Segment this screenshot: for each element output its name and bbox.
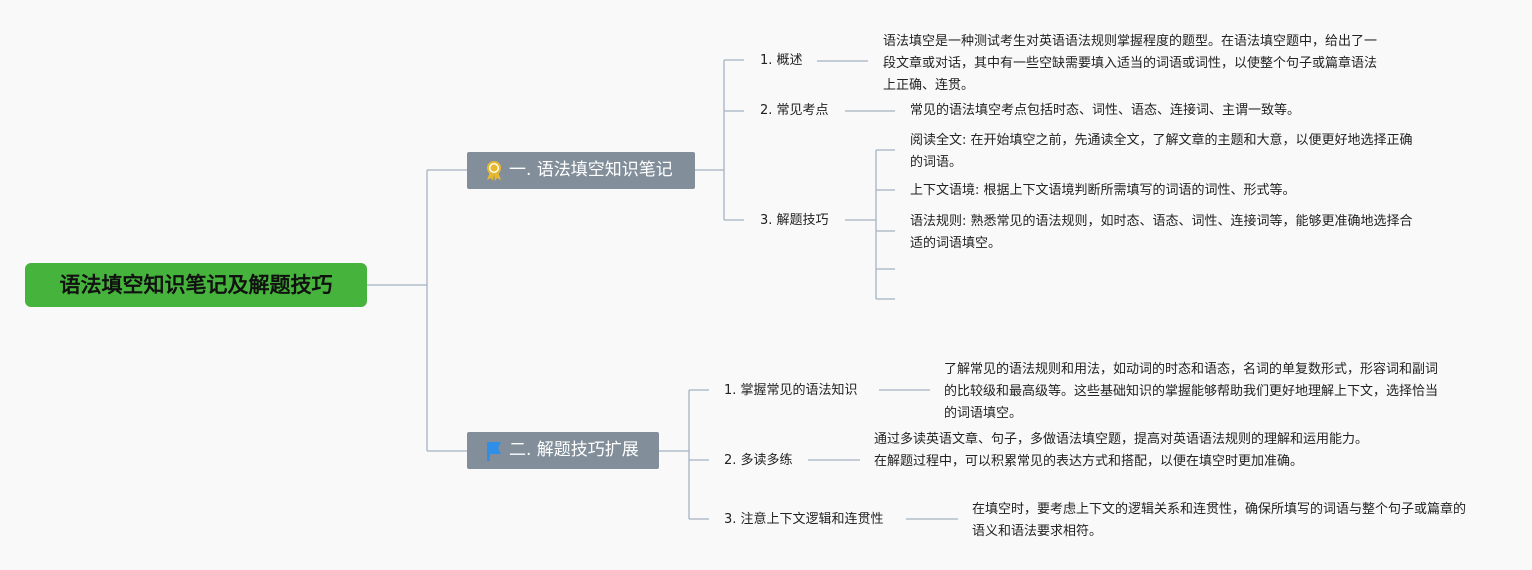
leaf-overview-text[interactable]: 语法填空是一种测试考生对英语语法规则掌握程度的题型。在语法填空题中，给出了一段文… [883, 34, 1378, 93]
branch-tips-extension[interactable]: 二. 解题技巧扩展 [467, 432, 659, 469]
leaf-tip-context[interactable]: 上下文语境: 根据上下文语境判断所需填写的词语的词性、形式等。 [910, 183, 1296, 198]
subtopic-common-points[interactable]: 2. 常见考点 [760, 103, 829, 118]
leaf-read-practice-text[interactable]: 通过多读英语文章、句子，多做语法填空题，提高对英语语法规则的理解和运用能力。在解… [874, 432, 1369, 469]
leaf-master-grammar-text[interactable]: 了解常见的语法规则和用法，如动词的时态和语态，名词的单复数形式，形容词和副词的比… [944, 362, 1439, 421]
branch-grammar-notes[interactable]: 一. 语法填空知识笔记 [467, 152, 695, 189]
subtopic-solving-tips[interactable]: 3. 解题技巧 [760, 213, 829, 228]
subtopic-context-logic[interactable]: 3. 注意上下文逻辑和连贯性 [724, 512, 884, 527]
leaf-tip-read-full[interactable]: 阅读全文: 在开始填空之前，先通读全文，了解文章的主题和大意，以便更好地选择正确… [910, 133, 1413, 170]
leaf-tip-grammar-rules[interactable]: 语法规则: 熟悉常见的语法规则，如时态、语态、词性、连接词等，能够更准确地选择合… [910, 214, 1413, 251]
award-ribbon-icon [483, 160, 505, 182]
flag-icon [483, 440, 505, 462]
leaf-context-logic-text[interactable]: 在填空时，要考虑上下文的逻辑关系和连贯性，确保所填写的词语与整个句子或篇章的语义… [972, 502, 1467, 539]
branch-label: 一. 语法填空知识笔记 [509, 160, 673, 180]
subtopic-read-practice[interactable]: 2. 多读多练 [724, 453, 793, 468]
root-topic[interactable]: 语法填空知识笔记及解题技巧 [25, 263, 367, 307]
branch-label: 二. 解题技巧扩展 [509, 440, 639, 460]
subtopic-master-grammar[interactable]: 1. 掌握常见的语法知识 [724, 383, 858, 398]
subtopic-overview[interactable]: 1. 概述 [760, 53, 803, 68]
leaf-common-points-text[interactable]: 常见的语法填空考点包括时态、词性、语态、连接词、主谓一致等。 [910, 103, 1301, 118]
